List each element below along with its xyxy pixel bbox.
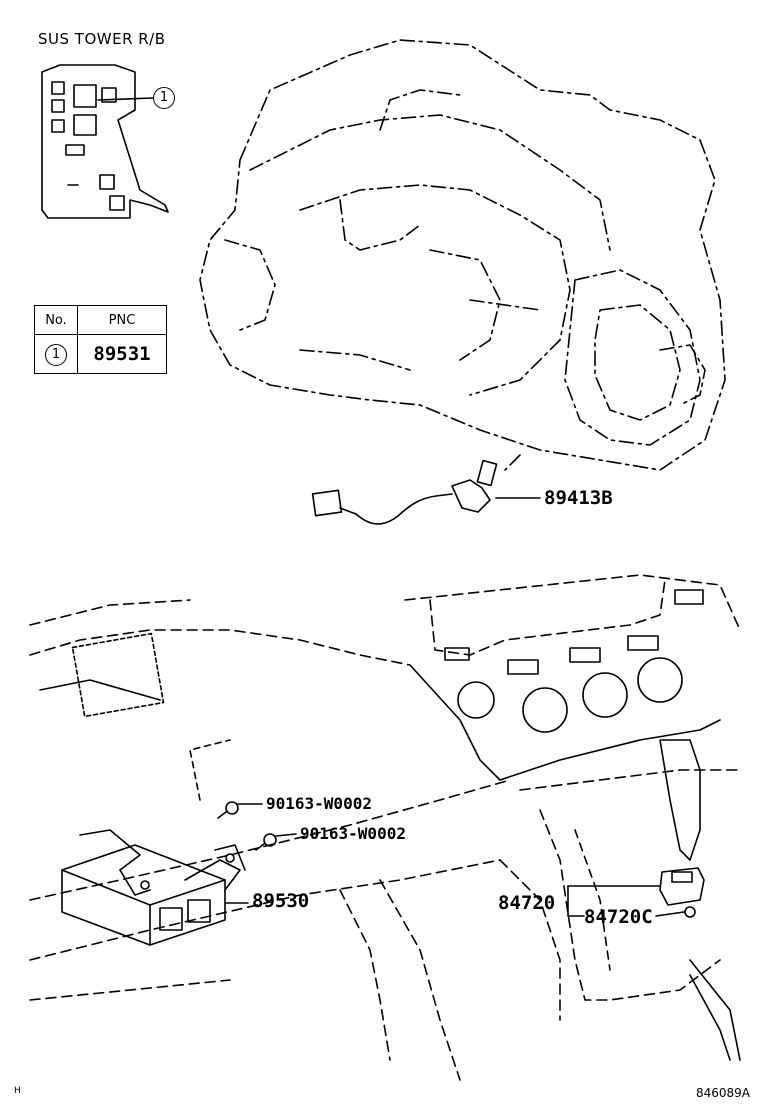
callout-number: 1 (153, 87, 175, 109)
speed-sensor-illustration (311, 459, 541, 525)
screw-b-illustration (255, 833, 297, 851)
relay-block-illustration (41, 64, 169, 219)
pnc-row-no-cell: 1 (34, 334, 78, 374)
part-label-ecu[interactable]: 89530 (252, 890, 310, 912)
pnc-table: No. PNC 1 89531 (34, 305, 167, 374)
pnc-row-pnc: 89531 (77, 334, 167, 374)
screw-a-illustration (217, 801, 263, 819)
part-label-switch-sub[interactable]: 84720C (584, 906, 653, 928)
transmission-illustration (199, 39, 726, 471)
pnc-header-pnc: PNC (77, 305, 167, 335)
part-label-screw-a[interactable]: 90163-W0002 (266, 794, 372, 813)
callout-marker: 1 (153, 86, 175, 109)
pnc-row-no: 1 (45, 343, 67, 366)
part-label-sensor[interactable]: 89413B (544, 487, 613, 509)
drawing-code: 846089A (696, 1086, 751, 1100)
ecu-module-illustration (61, 829, 249, 946)
relay-block-title: SUS TOWER R/B (38, 30, 166, 48)
part-label-screw-b[interactable]: 90163-W0002 (300, 824, 406, 843)
switch-illustration (567, 867, 705, 918)
corner-mark: H (14, 1086, 21, 1096)
dashboard-illustration (29, 574, 741, 1081)
part-label-switch[interactable]: 84720 (498, 892, 556, 914)
pnc-header-no: No. (34, 305, 78, 335)
